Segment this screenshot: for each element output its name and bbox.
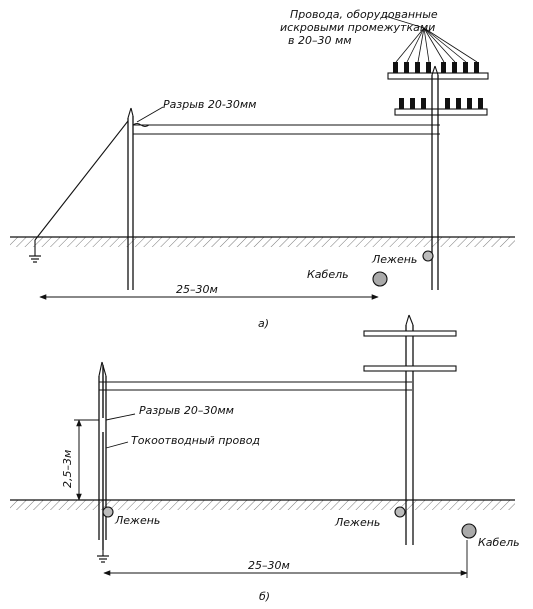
sleeper-label-a: Лежень: [371, 253, 417, 266]
gap-leader-a: [136, 106, 164, 123]
sleeper-a: [422, 250, 434, 262]
figure-a: Разрыв 20-30мм: [10, 8, 515, 330]
gap-label-a: Разрыв 20-30мм: [163, 98, 256, 111]
left-pole-a: [127, 107, 134, 290]
upper-crossarm-b: [363, 330, 457, 337]
gap-label-b: Разрыв 20–30мм: [139, 404, 234, 417]
ground-symbol-a: [29, 255, 41, 263]
ground-line-a: [10, 236, 515, 247]
lower-insulators-a: [399, 98, 483, 109]
sleeper-left-label-b: Лежень: [114, 514, 160, 527]
right-pole-b: [405, 314, 414, 545]
insulator-note-line1: Провода, оборудованные: [290, 8, 438, 21]
cable-label-a: Кабель: [307, 268, 349, 281]
distance-label-b: 25–30м: [248, 559, 290, 572]
cable-a: [372, 271, 388, 287]
cable-label-b: Кабель: [478, 536, 520, 549]
conductor-leader-b: [105, 441, 129, 449]
insulator-note-line3: в 20–30 мм: [288, 34, 352, 47]
gap-leader-b: [105, 413, 136, 421]
sleeper-right-label-b: Лежень: [334, 516, 380, 529]
upper-insulators-a: [393, 62, 479, 73]
distance-dimension-b: [103, 540, 468, 578]
gap-mark-a: [132, 123, 150, 127]
overhead-wires-b: [99, 381, 412, 391]
ground-line-b: [10, 499, 515, 510]
overhead-wires-a: [133, 124, 440, 135]
cable-b: [461, 523, 477, 539]
caption-b: б): [259, 590, 270, 603]
upper-crossarm-a: [387, 72, 489, 80]
sleeper-right-b: [394, 506, 406, 518]
height-dimension-b: [74, 419, 99, 501]
figure-b: Разрыв 20–30мм Токоотводный провод 2,5–3…: [10, 314, 520, 603]
sleeper-left-b: [102, 506, 114, 518]
lower-crossarm-b: [363, 365, 457, 372]
caption-a: а): [258, 317, 269, 330]
ground-symbol-b: [97, 555, 109, 563]
height-label-b: 2,5–3м: [61, 450, 74, 488]
insulator-note-line2: искровыми промежутками: [280, 21, 435, 34]
conductor-label-b: Токоотводный провод: [131, 434, 260, 447]
lower-crossarm-a: [394, 108, 488, 116]
distance-label-a: 25–30м: [176, 283, 218, 296]
insulator-leaders-a: [384, 15, 478, 63]
guy-wire-a: [34, 120, 129, 256]
